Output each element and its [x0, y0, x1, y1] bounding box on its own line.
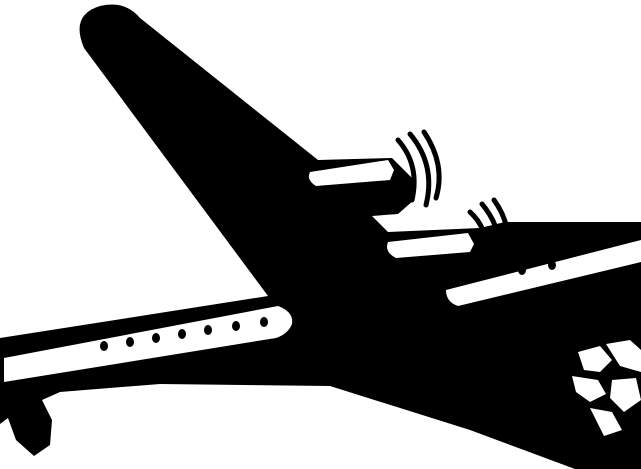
window	[126, 337, 134, 347]
window	[152, 333, 160, 343]
propeller-upper	[395, 129, 442, 208]
window	[178, 329, 186, 339]
tail-detail	[572, 340, 641, 436]
windows	[100, 260, 556, 351]
window	[548, 260, 556, 270]
window	[260, 317, 268, 327]
engine-nacelle-lower	[387, 233, 474, 258]
propeller-lower	[467, 197, 510, 271]
window	[518, 265, 526, 275]
window	[100, 341, 108, 351]
engine-nacelle-upper	[308, 160, 394, 186]
window	[204, 325, 212, 335]
window	[232, 321, 240, 331]
fuselage-band-right	[446, 240, 641, 306]
fuselage-band-left	[4, 306, 293, 382]
